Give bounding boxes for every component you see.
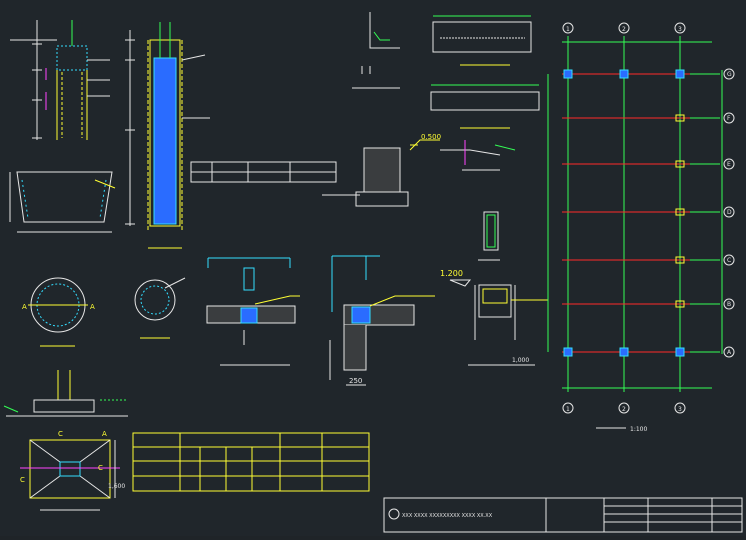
axis-bubble-right xyxy=(723,346,735,358)
pile-reinforcement-elevation xyxy=(125,22,210,249)
axis-bubble-right xyxy=(723,206,735,218)
column-marker xyxy=(563,69,573,79)
isolated-footing-section xyxy=(3,370,128,417)
beam-column-joint xyxy=(675,256,685,264)
column-marker xyxy=(563,347,573,357)
column-foundation-detail: 0.500 xyxy=(322,133,441,207)
footing-c-1: C xyxy=(20,476,25,484)
grid-lines xyxy=(547,36,723,392)
elevation-0500: 0.500 xyxy=(421,133,441,141)
axis-label-right: B xyxy=(727,301,731,308)
axis-label-right: A xyxy=(727,349,732,356)
axis-label-right: D xyxy=(727,209,732,216)
dim-1000: 1,000 xyxy=(512,357,529,364)
small-table xyxy=(190,161,337,183)
slab-plan-2 xyxy=(430,84,540,129)
section-label-a-left: A xyxy=(22,303,27,311)
column-marker xyxy=(619,347,629,357)
axis-label-bottom: 1 xyxy=(566,406,570,413)
elevation-1200: 1.200 xyxy=(440,269,463,278)
axis-bubble-bottom xyxy=(674,402,686,414)
pile-elevation-detail xyxy=(10,20,110,140)
axis-label-bottom: 2 xyxy=(622,406,626,413)
axis-bubble-right xyxy=(723,68,735,80)
stair-detail xyxy=(440,140,516,171)
circular-section-a: A A xyxy=(22,277,95,347)
axis-bubble-right xyxy=(723,254,735,266)
title-block: XXX XXXX XXXXXXXXX XXXX XX.XX xyxy=(383,497,743,533)
beam-column-joint xyxy=(675,114,685,122)
footing-c-3: C xyxy=(58,430,63,438)
axis-bubble-right xyxy=(723,112,735,124)
wall-opening-detail: 1.200 1,000 xyxy=(440,269,548,366)
grid-columns xyxy=(563,69,685,357)
axis-label-top: 3 xyxy=(678,26,682,33)
axis-bubble-bottom xyxy=(562,402,574,414)
axis-label-right: G xyxy=(727,71,732,78)
axis-bubble-top xyxy=(618,22,630,34)
axis-label-bottom: 3 xyxy=(678,406,682,413)
isolated-footing-plan: C C C A 1,600 xyxy=(20,430,125,511)
beam-column-joint xyxy=(675,160,685,168)
ground-anchor-detail xyxy=(352,12,400,89)
beam-column-joint xyxy=(675,208,685,216)
schedule-table xyxy=(132,432,370,492)
column-marker xyxy=(675,69,685,79)
axis-bubble-right xyxy=(723,298,735,310)
beam-column-joint xyxy=(675,300,685,308)
dim-250: 250 xyxy=(349,377,362,385)
axis-bubble-bottom xyxy=(618,402,630,414)
pile-cap-section xyxy=(9,171,116,233)
circular-section-b xyxy=(134,277,186,339)
column-marker xyxy=(619,69,629,79)
axis-label-right: F xyxy=(727,115,731,122)
axis-bubble-right xyxy=(723,158,735,170)
company-code: XXX XXXX XXXXXXXXX XXXX XX.XX xyxy=(402,513,493,519)
dim-1600: 1,600 xyxy=(108,483,125,490)
slab-plan-1 xyxy=(432,15,532,66)
axis-label-top: 2 xyxy=(622,26,626,33)
column-marker xyxy=(675,347,685,357)
footing-a: A xyxy=(102,430,107,438)
beam-section-right: 250 xyxy=(329,255,435,386)
axis-label-right: C xyxy=(727,257,731,264)
axis-bubble-top xyxy=(562,22,574,34)
footing-c-2: C xyxy=(98,464,103,472)
axis-bubble-top xyxy=(674,22,686,34)
plan-scale: 1:100 xyxy=(630,426,647,433)
stirrup-detail xyxy=(478,211,500,261)
beam-section-left xyxy=(206,257,300,366)
section-label-a-right: A xyxy=(90,303,95,311)
axis-label-top: 1 xyxy=(566,26,570,33)
axis-label-right: E xyxy=(727,161,731,168)
